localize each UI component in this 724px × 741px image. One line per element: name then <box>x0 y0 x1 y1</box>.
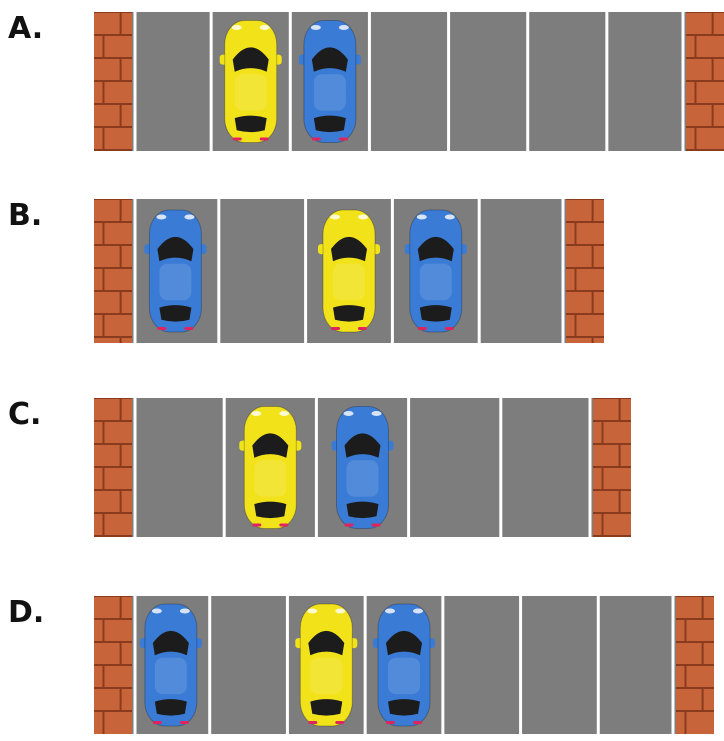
blue-car <box>139 603 202 727</box>
brick-wall-left <box>94 12 132 151</box>
blue-car <box>298 20 361 143</box>
option-label: C. <box>8 397 42 432</box>
brick-wall-right <box>686 12 724 151</box>
yellow-car <box>318 209 380 333</box>
parking-lot <box>94 596 714 734</box>
blue-car <box>404 209 467 333</box>
option-d[interactable]: D. <box>0 596 724 741</box>
parking-lot <box>94 398 631 537</box>
yellow-car <box>239 406 302 529</box>
yellow-car <box>219 20 282 143</box>
brick-wall-right <box>676 596 714 734</box>
option-label: D. <box>8 595 45 630</box>
parking-lot <box>94 12 724 151</box>
parking-lot-graphic <box>94 596 714 734</box>
brick-wall-right <box>593 398 631 537</box>
option-a[interactable]: A. <box>0 12 724 157</box>
blue-car <box>331 406 394 529</box>
yellow-car <box>295 603 358 727</box>
parking-lot <box>94 199 604 343</box>
blue-car <box>144 209 207 333</box>
parking-lot-graphic <box>94 199 604 343</box>
parking-lot-graphic <box>94 398 631 537</box>
option-b[interactable]: B. <box>0 199 724 344</box>
brick-wall-left <box>94 596 132 734</box>
brick-wall-left <box>94 398 132 537</box>
option-label: B. <box>8 198 43 233</box>
option-label: A. <box>8 11 44 46</box>
blue-car <box>373 603 435 727</box>
parking-lot-graphic <box>94 12 724 151</box>
asphalt <box>132 12 686 151</box>
brick-wall-right <box>566 199 604 343</box>
brick-wall-left <box>94 199 132 343</box>
option-c[interactable]: C. <box>0 398 724 543</box>
